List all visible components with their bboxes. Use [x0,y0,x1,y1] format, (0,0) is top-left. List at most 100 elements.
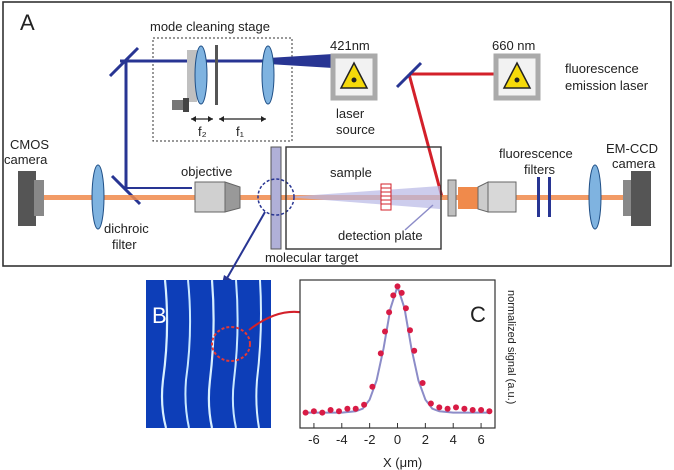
f1-label: f₁ [236,124,245,139]
x-ticks: -6 -4 -2 0 2 4 6 [308,423,485,447]
data-point [386,309,393,316]
data-point [377,350,384,357]
panel-b-micrograph [146,279,271,429]
dichroic-label-2: filter [112,237,137,252]
data-point [361,401,368,408]
data-point [478,407,485,413]
data-point [344,405,351,412]
right-objective-tip [477,181,489,213]
cmos-label-1: CMOS [10,137,49,152]
data-point [302,409,309,416]
target-circle [257,178,295,216]
laser-660-wavelength: 660 nm [492,38,535,53]
laser-421-label-1: laser [336,106,365,121]
x-tick-label: 2 [422,432,429,447]
laser-421-wavelength: 421nm [330,38,370,53]
camera-lens-icon [183,98,189,112]
detection-pointer [404,204,434,231]
panel-a-frame [2,1,672,267]
data-point [461,405,468,412]
emccd-camera-body [631,171,651,226]
detection-plate [447,179,457,217]
right-objective-body [487,181,517,213]
target-arrow [225,211,266,281]
data-point [398,289,405,296]
data-point [407,327,413,334]
data-point [453,404,459,411]
red-mirror [395,61,423,89]
objective-tip [224,181,241,213]
fluorescence-label-1: fluorescence [565,61,639,76]
panel-c-letter: C [470,302,486,327]
lens-holder [187,50,197,102]
emccd-label-2: camera [612,156,656,171]
objective-body [194,181,226,213]
pinhole [215,45,218,105]
x-tick-label: -2 [364,432,376,447]
x-tick-label: -6 [308,432,320,447]
filter-1 [537,177,540,217]
x-tick-label: -4 [336,432,348,447]
panel-b-letter: B [152,303,167,328]
data-point [310,408,317,415]
mode-cleaning-label: mode cleaning stage [150,19,270,34]
x-tick-label: 6 [477,432,484,447]
dichroic-label-1: dichroic [104,221,149,236]
top-mirror [108,46,140,78]
data-point [444,405,451,412]
panel-c-chart: -6 -4 -2 0 2 4 6 [299,279,496,447]
blue-beam [120,54,333,189]
filters-label-2: filters [524,162,556,177]
data-point [411,347,418,354]
laser-421-label-2: source [336,122,375,137]
objective-label: objective [181,164,232,179]
emccd-camera-lens [623,180,633,216]
data-point [469,407,476,413]
data-points [302,283,493,416]
cmos-camera-body [18,171,36,226]
lens-f2 [194,45,208,105]
detection-plate-label: detection plate [338,228,423,243]
camera-icon [172,100,186,110]
molecular-target-label: molecular target [265,250,359,265]
x-tick-label: 0 [394,432,401,447]
data-point [427,400,434,407]
data-point [486,408,493,415]
orange-segment [458,187,478,209]
y-axis-label: normalized signal (a.u.) [505,290,517,404]
data-point [419,380,426,386]
data-point [382,328,388,335]
data-point [319,409,326,416]
red-beam [407,72,496,198]
right-lens [588,164,602,230]
laser-421-hazard-icon [339,61,369,89]
filter-2 [548,177,551,217]
panel-a-letter: A [20,10,35,35]
data-point [369,383,376,390]
beam-cone [286,186,440,209]
sample-label: sample [330,165,372,180]
x-axis-label: X (μm) [383,455,422,470]
cmos-camera-lens [34,180,44,216]
fluorescence-label-2: emission laser [565,78,649,93]
emccd-label-1: EM-CCD [606,141,658,156]
data-point [352,405,359,412]
molecular-target-plate [270,146,282,250]
f2-label: f₂ [198,124,207,139]
data-point [336,408,342,415]
data-point [327,407,334,413]
data-point [402,305,409,312]
left-lens [91,164,105,230]
filters-label-1: fluorescence [499,146,573,161]
data-point [436,404,443,411]
x-tick-label: 4 [450,432,457,447]
data-point [390,292,397,299]
cmos-label-2: camera [4,152,48,167]
data-point [394,283,401,290]
lens-f1 [261,45,275,105]
chamber-box [285,146,442,250]
laser-660-hazard-icon [502,61,532,89]
mode-cleaning-box [152,37,293,142]
sample-grating [380,183,392,211]
